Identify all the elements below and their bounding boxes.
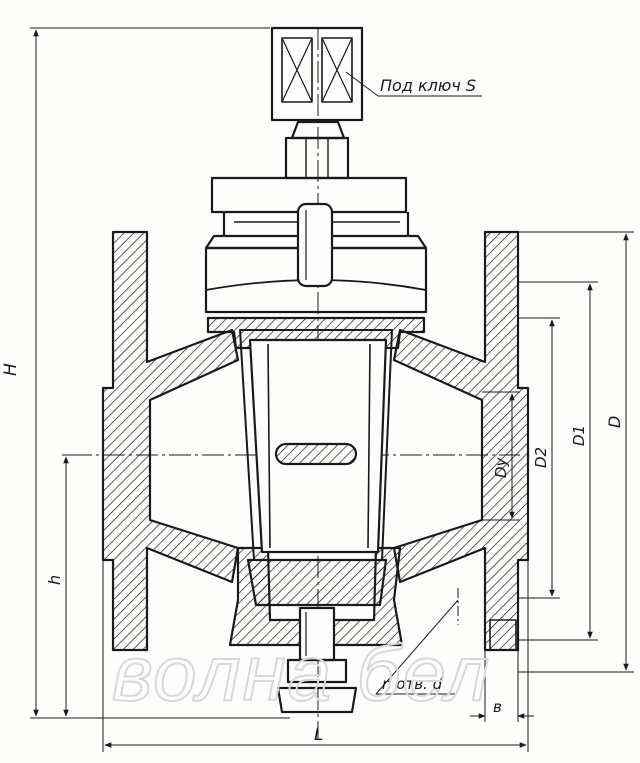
- label-h: h: [45, 575, 64, 585]
- label-D1: D1: [570, 425, 588, 446]
- label-D: D: [605, 416, 624, 428]
- label-D2: D2: [532, 447, 550, 468]
- watermark: волна бел: [112, 629, 491, 717]
- left-flange: [101, 230, 240, 652]
- label-wrench: Под ключ S: [380, 76, 476, 95]
- stem-nut: [284, 136, 350, 180]
- label-Dy: Dy: [492, 456, 510, 478]
- label-holes: n отв. d: [382, 675, 443, 693]
- bottom-nut: [286, 658, 348, 684]
- plug-port: [274, 442, 358, 466]
- stop-bolt: [296, 202, 334, 288]
- wrench-leader: [345, 71, 482, 97]
- label-L: L: [314, 725, 323, 745]
- holes-leader: [375, 599, 459, 695]
- bolt-hole: [489, 619, 517, 651]
- right-flange: [392, 230, 530, 652]
- label-H: H: [1, 363, 21, 376]
- label-b: в: [493, 698, 502, 716]
- bottom-cover: [246, 558, 388, 607]
- wrench-square: [270, 26, 364, 122]
